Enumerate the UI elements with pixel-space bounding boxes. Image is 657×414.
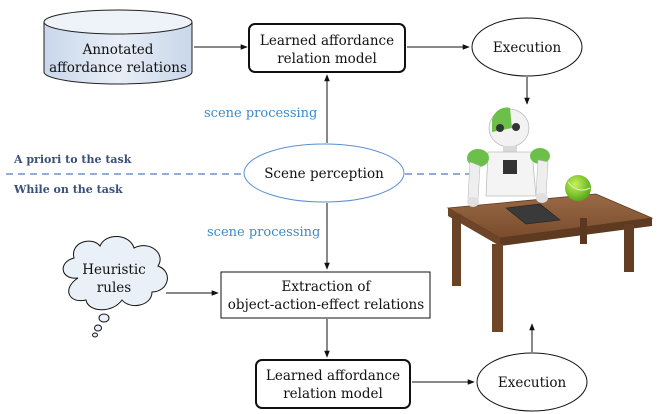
model-bottom-line1: Learned affordance <box>266 368 400 384</box>
arrows <box>166 44 535 385</box>
ball-icon <box>565 175 591 201</box>
model-top-line1: Learned affordance <box>260 33 394 49</box>
heuristic-line2: rules <box>97 280 131 296</box>
divider-label-apriori: A priori to the task <box>13 153 132 166</box>
edge-label-scene-processing-bottom: scene processing <box>207 225 320 240</box>
tray-icon <box>505 203 561 225</box>
annotated-relations-database: Annotated affordance relations <box>43 9 193 85</box>
model-bottom-box: Learned affordance relation model <box>255 359 411 409</box>
extraction-line1: Extraction of <box>282 279 372 295</box>
execution-bottom-label: Execution <box>498 375 567 391</box>
extraction-line2: object-action-effect relations <box>228 297 424 313</box>
robot-at-table-icon <box>446 107 654 332</box>
extraction-box: Extraction of object-action-effect relat… <box>220 271 431 319</box>
execution-top-label: Execution <box>493 40 562 56</box>
heuristic-rules-cloud: Heuristic rules <box>62 236 168 338</box>
annotated-label-line2: affordance relations <box>49 60 187 76</box>
scene-perception-label: Scene perception <box>264 166 384 182</box>
task-divider: A priori to the task While on the task <box>6 153 470 196</box>
model-bottom-line2: relation model <box>283 386 383 402</box>
humanoid-robot-icon <box>467 107 550 207</box>
annotated-label-line1: Annotated <box>82 42 154 58</box>
heuristic-line1: Heuristic <box>82 262 145 278</box>
model-top-line2: relation model <box>277 51 377 67</box>
divider-label-ontask: While on the task <box>13 183 123 196</box>
scene-perception-node: Scene perception <box>243 143 405 203</box>
execution-top-node: Execution <box>471 17 583 77</box>
edge-label-scene-processing-top: scene processing <box>204 106 317 121</box>
execution-bottom-node: Execution <box>476 352 588 412</box>
model-top-box: Learned affordance relation model <box>248 23 406 73</box>
